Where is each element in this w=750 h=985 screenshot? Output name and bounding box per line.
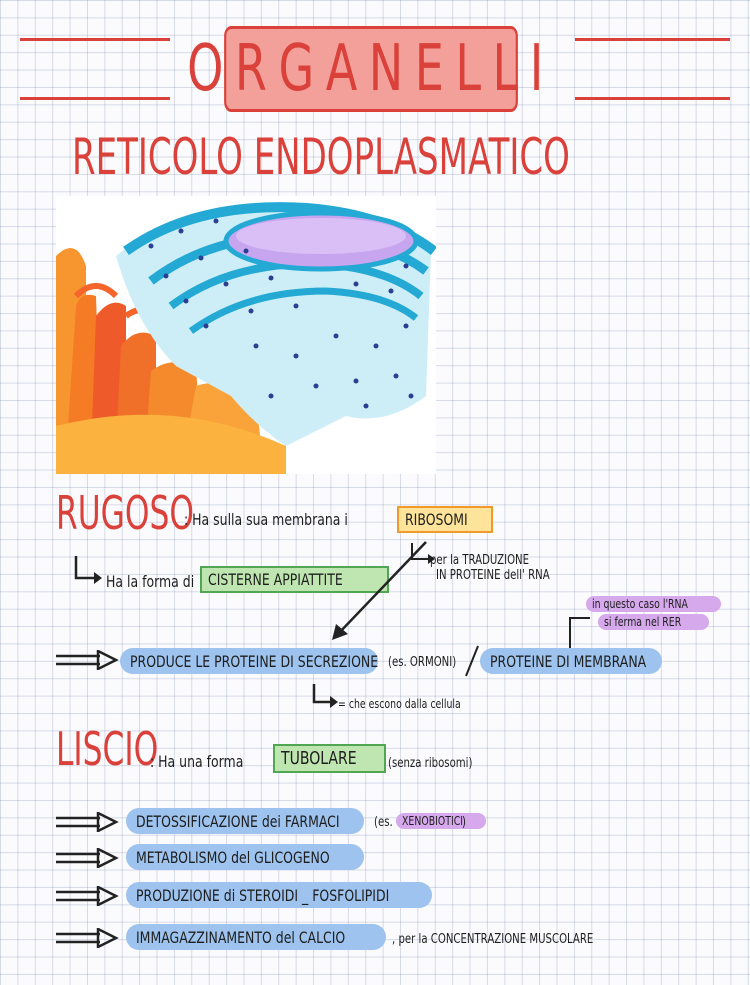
tubolare-label: TUBOLARE	[281, 748, 357, 769]
double-arrow-icon	[56, 812, 119, 832]
metabolismo-pill: METABOLISMO del GLICOGENO	[126, 844, 364, 870]
detossificazione-label: DETOSSIFICAZIONE dei FARMACI	[136, 811, 340, 831]
detossificazione-pill: DETOSSIFICAZIONE dei FARMACI	[126, 808, 364, 834]
traduzione-note-1: per la TRADUZIONE	[430, 553, 530, 568]
ribosomi-box: RIBOSOMI	[397, 506, 494, 533]
es-ormoni-note: (es. ORMONI)	[388, 655, 457, 670]
header-line-top-right	[575, 38, 730, 41]
ribosomi-to-produce-arrow	[332, 541, 427, 640]
forma-text: Ha la forma di	[106, 572, 195, 591]
slash-divider	[465, 645, 479, 677]
double-arrow-icon	[56, 886, 119, 906]
header-line-top-left	[20, 38, 170, 41]
rna-note-2: si ferma nel RER	[598, 614, 709, 630]
traduzione-note-2: IN PROTEINE dell' RNA	[436, 568, 550, 583]
produce-proteine-pill: PRODUCE LE PROTEINE DI SECREZIONE	[120, 648, 378, 674]
endoplasmic-reticulum-icon	[56, 202, 438, 474]
header-line-bottom-right	[575, 97, 730, 100]
immagazzinamento-label: IMMAGAZZINAMENTO del CALCIO	[136, 927, 346, 947]
es-suffix: )	[462, 815, 466, 830]
double-arrow-icon	[56, 928, 119, 948]
rugoso-membrane-text: : Ha sulla sua membrana i	[184, 510, 348, 529]
double-arrow-icon	[56, 848, 119, 868]
escono-arrow	[312, 684, 338, 708]
escono-note: = che escono dalla cellula	[338, 697, 461, 711]
liscio-forma-text: : Ha una forma	[150, 752, 244, 771]
xenobiotici-tag: XENOBIOTICI	[396, 813, 487, 829]
liscio-heading: LISCIO	[56, 722, 159, 776]
proteine-membrana-label: PROTEINE DI MEMBRANA	[490, 651, 647, 671]
ribosomi-label: RIBOSOMI	[405, 510, 468, 529]
double-arrow-icon	[56, 650, 119, 670]
forma-arrow	[74, 556, 102, 584]
tubolare-box: TUBOLARE	[273, 744, 387, 773]
page-title: ORGANELLI	[187, 26, 543, 112]
cisterne-box: CISTERNE APPIATTITE	[200, 566, 389, 593]
ribosomi-note-arrow	[411, 543, 435, 564]
section-title: RETICOLO ENDOPLASMATICO	[72, 128, 570, 186]
rna-note-bracket	[569, 617, 590, 650]
produzione-steroidi-label: PRODUZIONE di STEROIDI _ FOSFOLIPIDI	[136, 885, 390, 905]
proteine-membrana-pill: PROTEINE DI MEMBRANA	[480, 648, 662, 674]
metabolismo-label: METABOLISMO del GLICOGENO	[136, 847, 330, 867]
header-line-bottom-left	[20, 97, 170, 100]
concentrazione-note: , per la CONCENTRAZIONE MUSCOLARE	[392, 932, 594, 947]
er-illustration	[56, 196, 438, 474]
cisterne-label: CISTERNE APPIATTITE	[208, 570, 343, 589]
es-prefix: (es.	[374, 815, 393, 830]
produce-label: PRODUCE LE PROTEINE DI SECREZIONE	[130, 651, 379, 671]
rna-note-1: in questo caso l'RNA	[586, 596, 721, 612]
produzione-steroidi-pill: PRODUZIONE di STEROIDI _ FOSFOLIPIDI	[126, 882, 432, 908]
immagazzinamento-pill: IMMAGAZZINAMENTO del CALCIO	[126, 924, 386, 950]
senza-ribosomi-note: (senza ribosomi)	[388, 756, 473, 771]
rugoso-heading: RUGOSO	[56, 486, 194, 540]
